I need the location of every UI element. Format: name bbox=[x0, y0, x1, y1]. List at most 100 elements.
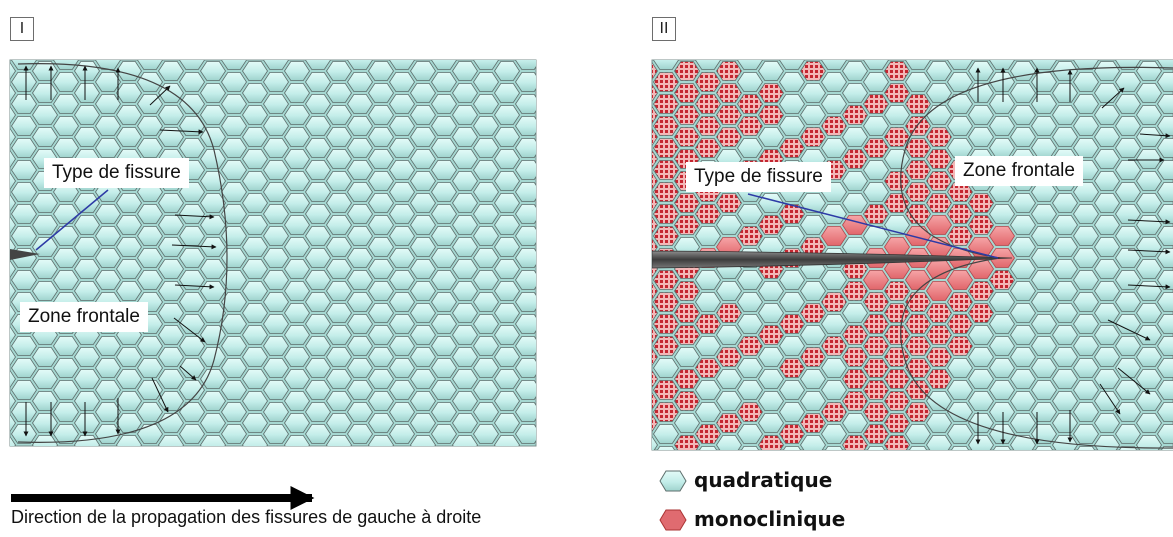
tetragonal-grain bbox=[1136, 105, 1162, 125]
monoclinic-grain bbox=[612, 381, 637, 400]
tetragonal-grain bbox=[263, 248, 289, 268]
monoclinic-grain bbox=[926, 171, 952, 191]
monoclinic-grain bbox=[653, 160, 679, 180]
tetragonal-grain bbox=[10, 171, 16, 191]
tetragonal-grain bbox=[53, 270, 79, 290]
tetragonal-grain bbox=[242, 215, 268, 235]
tetragonal-grain bbox=[1136, 193, 1162, 213]
tetragonal-grain bbox=[1137, 40, 1162, 59]
tetragonal-grain bbox=[515, 226, 536, 246]
monoclinic-grain bbox=[947, 226, 973, 246]
tetragonal-grain bbox=[1115, 138, 1141, 158]
tetragonal-grain bbox=[11, 116, 37, 136]
tetragonal-grain bbox=[326, 259, 352, 279]
tetragonal-grain bbox=[116, 391, 142, 411]
monoclinic-grain bbox=[612, 183, 637, 202]
tetragonal-grain bbox=[263, 160, 289, 180]
tetragonal-grain bbox=[652, 435, 658, 450]
tetragonal-grain bbox=[116, 259, 142, 279]
tetragonal-grain bbox=[516, 447, 541, 466]
tetragonal-grain bbox=[326, 105, 352, 125]
panel-2-crack bbox=[652, 250, 1013, 269]
tetragonal-grain bbox=[74, 61, 100, 81]
tetragonal-grain bbox=[284, 303, 310, 323]
tetragonal-grain bbox=[411, 458, 436, 477]
tetragonal-grain bbox=[137, 226, 163, 246]
monoclinic-grain bbox=[695, 138, 721, 158]
monoclinic-grain bbox=[842, 105, 868, 125]
tetragonal-grain bbox=[696, 29, 721, 48]
panel-2-crack-label: Type de fissure bbox=[686, 162, 831, 192]
tetragonal-grain bbox=[368, 61, 394, 81]
tetragonal-grain bbox=[54, 447, 79, 466]
tetragonal-grain bbox=[473, 248, 499, 268]
tetragonal-grain bbox=[200, 391, 226, 411]
stress-arrow bbox=[1101, 87, 1125, 109]
tetragonal-grain bbox=[1157, 314, 1173, 334]
tetragonal-grain bbox=[410, 303, 436, 323]
tetragonal-grain bbox=[537, 216, 562, 235]
tetragonal-grain bbox=[242, 281, 268, 301]
tetragonal-grain bbox=[263, 270, 289, 290]
monoclinic-grain bbox=[653, 380, 679, 400]
tetragonal-grain bbox=[32, 237, 58, 257]
tetragonal-grain bbox=[263, 116, 289, 136]
monoclinic-grain bbox=[652, 127, 658, 147]
tetragonal-grain bbox=[843, 40, 868, 59]
tetragonal-grain bbox=[537, 194, 562, 213]
tetragonal-grain bbox=[327, 458, 352, 477]
tetragonal-grain bbox=[824, 446, 844, 450]
tetragonal-grain bbox=[863, 60, 889, 70]
tetragonal-grain bbox=[452, 61, 478, 81]
monoclinic-grain bbox=[926, 215, 952, 235]
tetragonal-grain bbox=[179, 424, 205, 444]
tetragonal-grain bbox=[305, 72, 331, 92]
tetragonal-grain bbox=[1094, 281, 1120, 301]
tetragonal-grain bbox=[348, 29, 373, 48]
tetragonal-grain bbox=[368, 281, 394, 301]
tetragonal-grain bbox=[1034, 446, 1054, 450]
monoclinic-grain bbox=[905, 138, 931, 158]
tetragonal-grain bbox=[410, 435, 436, 446]
tetragonal-grain bbox=[347, 424, 373, 444]
tetragonal-grain bbox=[368, 149, 394, 169]
tetragonal-grain bbox=[368, 303, 394, 323]
tetragonal-grain bbox=[10, 281, 16, 301]
tetragonal-grain bbox=[368, 105, 394, 125]
tetragonal-grain bbox=[1094, 193, 1120, 213]
monoclinic-grain bbox=[653, 292, 679, 312]
tetragonal-grain bbox=[10, 325, 16, 345]
tetragonal-grain bbox=[53, 138, 79, 158]
tetragonal-grain bbox=[716, 325, 742, 345]
tetragonal-grain bbox=[515, 314, 536, 334]
tetragonal-grain bbox=[137, 72, 163, 92]
tetragonal-grain bbox=[117, 40, 142, 59]
tetragonal-grain bbox=[473, 60, 499, 70]
tetragonal-grain bbox=[95, 248, 121, 268]
tetragonal-grain bbox=[284, 369, 310, 389]
tetragonal-grain bbox=[10, 193, 16, 213]
tetragonal-grain bbox=[305, 336, 331, 356]
monoclinic-grain bbox=[842, 281, 868, 301]
tetragonal-grain bbox=[1076, 446, 1096, 450]
tetragonal-grain bbox=[33, 458, 58, 477]
tetragonal-grain bbox=[1010, 369, 1036, 389]
tetragonal-grain bbox=[737, 380, 763, 400]
tetragonal-grain bbox=[863, 116, 889, 136]
tetragonal-grain bbox=[780, 29, 805, 48]
tetragonal-grain bbox=[653, 358, 679, 378]
tetragonal-grain bbox=[537, 238, 562, 257]
panel-1-crack-pointer bbox=[35, 189, 109, 251]
tetragonal-grain bbox=[32, 435, 58, 446]
tetragonal-grain bbox=[1115, 314, 1141, 334]
tetragonal-grain bbox=[221, 138, 247, 158]
tetragonal-grain bbox=[347, 402, 373, 422]
monoclinic-grain bbox=[905, 160, 931, 180]
tetragonal-grain bbox=[612, 29, 637, 48]
tetragonal-grain bbox=[284, 325, 310, 345]
tetragonal-grain bbox=[1115, 204, 1141, 224]
monoclinic-grain bbox=[905, 314, 931, 334]
tetragonal-grain bbox=[389, 116, 415, 136]
tetragonal-grain bbox=[716, 281, 742, 301]
tetragonal-grain bbox=[326, 303, 352, 323]
